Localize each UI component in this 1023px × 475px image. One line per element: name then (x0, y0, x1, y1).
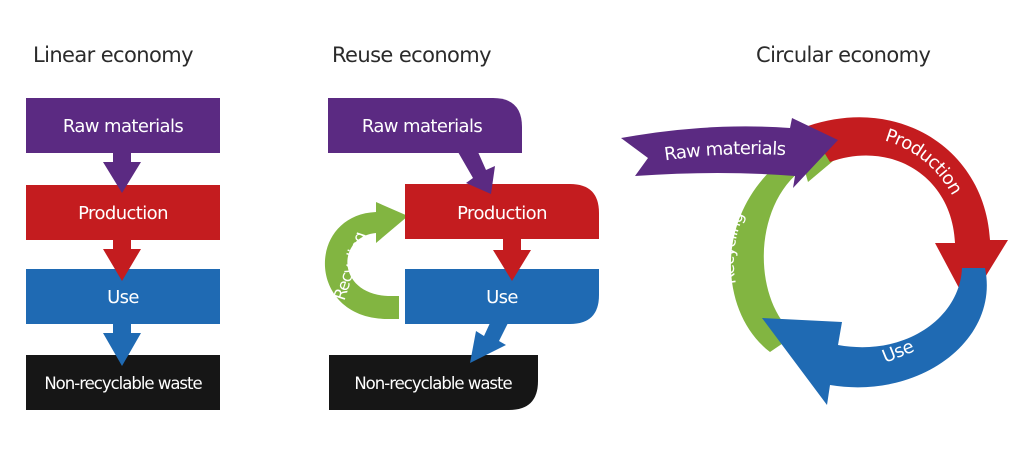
linear-arrow-raw-to-production (103, 152, 141, 193)
linear-production-label: Production (78, 203, 168, 224)
reuse-waste-label: Non-recyclable waste (354, 374, 512, 393)
linear-arrow-use-to-waste (103, 323, 141, 366)
reuse-arrow-production-to-use (493, 238, 531, 281)
reuse-production-box (405, 184, 599, 239)
circular-production-arrow (808, 117, 1008, 306)
linear-raw-materials-box (26, 98, 220, 153)
circular-recycling-arrow (730, 126, 858, 352)
linear-waste-label: Non-recyclable waste (44, 374, 202, 393)
circular-raw-materials-arrow (621, 118, 838, 188)
reuse-use-box (405, 269, 599, 324)
circular-use-arrow (762, 268, 987, 405)
reuse-production-label: Production (457, 203, 547, 224)
reuse-raw-materials-label: Raw materials (362, 116, 483, 137)
linear-raw-materials-label: Raw materials (63, 116, 184, 137)
reuse-recycling-arrow (324, 202, 408, 319)
linear-use-label: Use (107, 287, 139, 308)
reuse-economy-title: Reuse economy (332, 43, 491, 67)
circular-economy-panel: Circular economy Raw materials Productio… (621, 43, 1008, 405)
linear-economy-panel: Linear economy Raw materials Production … (26, 43, 220, 410)
circular-economy-title: Circular economy (756, 43, 930, 67)
reuse-use-label: Use (486, 287, 518, 308)
reuse-economy-panel: Reuse economy Recycling Raw materials Pr… (324, 43, 599, 410)
linear-production-box (26, 185, 220, 240)
reuse-waste-box (329, 355, 538, 410)
reuse-arrow-raw-to-production (458, 152, 495, 194)
reuse-raw-materials-box (328, 98, 522, 153)
reuse-arrow-use-to-waste (470, 323, 508, 363)
linear-economy-title: Linear economy (33, 43, 193, 67)
linear-arrow-production-to-use (103, 239, 141, 281)
